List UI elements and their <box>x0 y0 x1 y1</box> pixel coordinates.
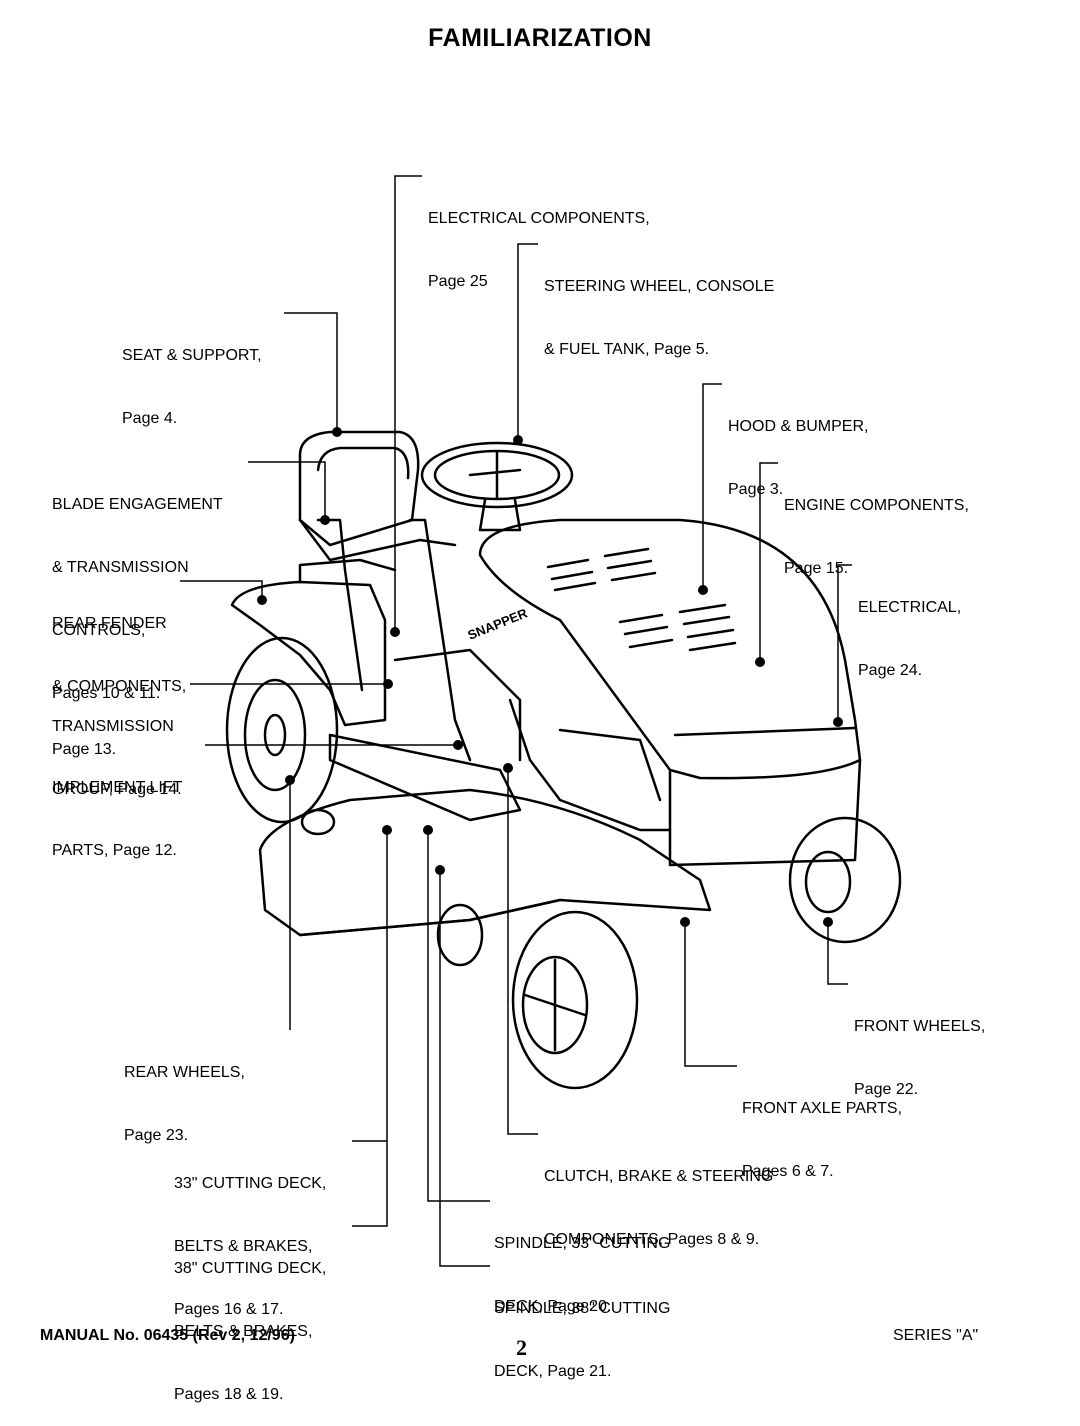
label-seat-support: SEAT & SUPPORT, Page 4. <box>122 347 262 427</box>
label-cutting-deck-38: 38" CUTTING DECK, BELTS & BRAKES, Pages … <box>174 1260 327 1403</box>
label-blade-engagement: BLADE ENGAGEMENT & TRANSMISSION CONTROLS… <box>52 496 223 702</box>
label-transmission-group: TRANSMISSION GROUP, Page 14. <box>52 718 182 798</box>
label-electrical: ELECTRICAL, Page 24. <box>858 599 962 679</box>
hood-brand-logo: SNAPPER <box>466 605 530 643</box>
label-rear-wheels: REAR WHEELS, Page 23. <box>124 1064 245 1144</box>
leader-dots <box>257 427 843 927</box>
label-steering-wheel: STEERING WHEEL, CONSOLE & FUEL TANK, Pag… <box>544 278 775 358</box>
page-title: FAMILIARIZATION <box>428 24 652 52</box>
label-hood-bumper: HOOD & BUMPER, Page 3. <box>728 418 869 498</box>
label-electrical-components: ELECTRICAL COMPONENTS, Page 25 <box>428 210 650 290</box>
manual-number: MANUAL No. 06435 (Rev 2, 12/96) <box>40 1327 295 1344</box>
tractor-illustration <box>225 430 902 1090</box>
label-cutting-deck-33: 33" CUTTING DECK, BELTS & BRAKES, Pages … <box>174 1175 327 1318</box>
label-clutch-brake: CLUTCH, BRAKE & STEERING COMPONENTS, Pag… <box>544 1168 774 1248</box>
label-engine-components: ENGINE COMPONENTS, Page 15. <box>784 497 969 577</box>
series-label: SERIES "A" <box>893 1327 979 1344</box>
page-number: 2 <box>516 1335 527 1360</box>
label-spindle-38: SPINDLE, 38" CUTTING DECK, Page 21. <box>494 1300 671 1380</box>
label-front-axle: FRONT AXLE PARTS, Pages 6 & 7. <box>742 1100 903 1180</box>
label-rear-fender: REAR FENDER & COMPONENTS, Page 13. <box>52 615 187 758</box>
label-front-wheels: FRONT WHEELS, Page 22. <box>854 1018 986 1098</box>
label-spindle-33: SPINDLE, 33" CUTTING DECK, Page 20. <box>494 1235 671 1315</box>
label-implement-lift: IMPLEMENT LIFT PARTS, Page 12. <box>52 779 183 859</box>
leader-lines <box>180 175 852 1267</box>
